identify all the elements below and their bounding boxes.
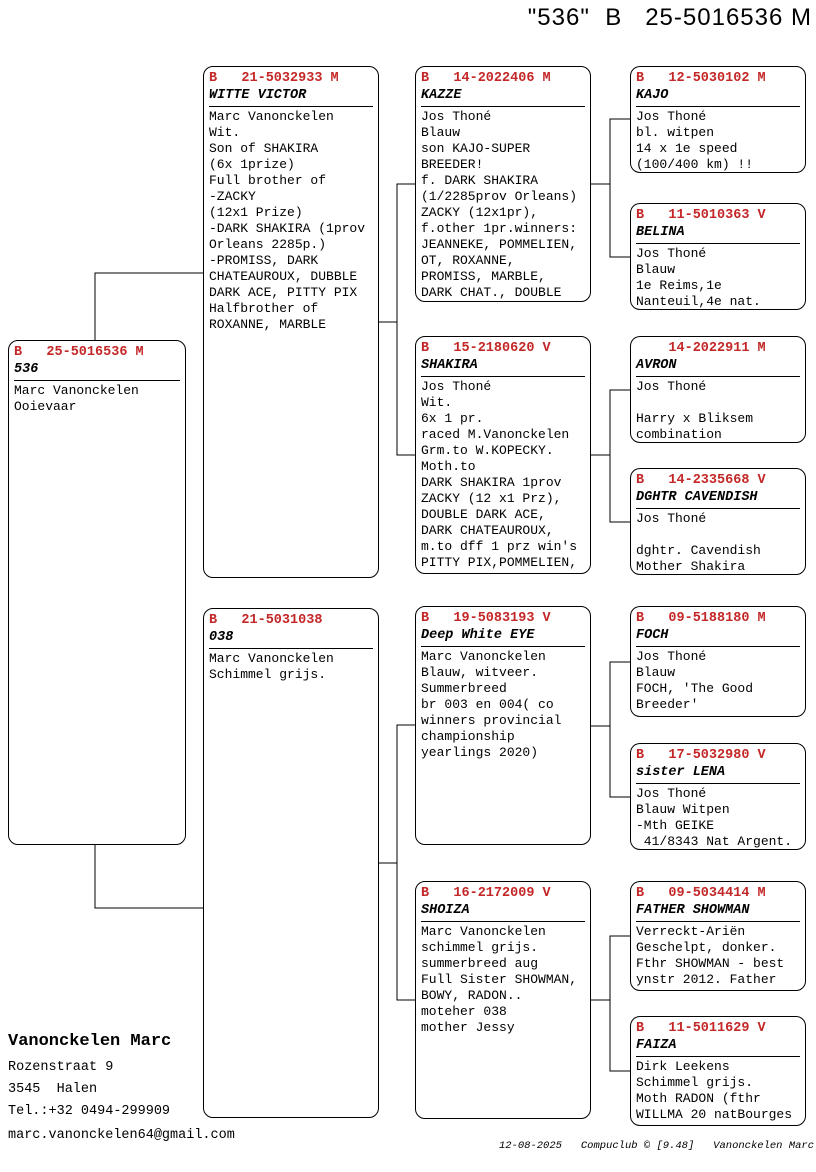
pigeon-details: Jos Thoné Blauw 1e Reims,1e Nanteuil,4e … [636,246,761,309]
pigeon-name: 038 [209,629,373,649]
page-title: "536" B 25-5016536 M [527,4,812,31]
credits-line: 12-08-2025 Compuclub © [9.48] Vanonckele… [498,1140,814,1152]
pigeon-details: Jos Thoné bl. witpen 14 x 1e speed (100/… [636,109,754,172]
pigeon-name: FATHER SHOWMAN [636,902,800,922]
pigeon-details: Marc Vanonckelen Wit. Son of SHAKIRA (6x… [209,109,366,332]
pigeon-name: sister LENA [636,764,800,784]
ring-number: B 09-5188180 M [636,611,766,626]
pedigree-box-subject: B 25-5016536 M 536 Marc Vanonckelen Ooie… [8,340,186,845]
pedigree-box-g4-7: B 09-5034414 M FATHER SHOWMAN Verreckt-A… [630,881,806,991]
pedigree-box-dam-dam: B 16-2172009 V SHOIZA Marc Vanonckelen s… [415,881,591,1119]
pedigree-box-g4-1: B 12-5030102 M KAJO Jos Thoné bl. witpen… [630,66,806,173]
pedigree-box-g4-3: 14-2022911 M AVRON Jos Thoné Harry x Bli… [630,336,806,443]
pigeon-details: Jos Thoné Blauw Witpen -Mth GEIKE 41/834… [636,786,793,849]
pigeon-details: Marc Vanonckelen Ooievaar [14,383,139,414]
pigeon-details: Marc Vanonckelen Schimmel grijs. [209,651,334,682]
pedigree-box-sire-dam: B 15-2180620 V SHAKIRA Jos Thoné Wit. 6x… [415,336,591,574]
owner-phone: Tel.:+32 0494-299909 [8,1104,171,1119]
ring-number: B 14-2335668 V [636,473,766,488]
ring-number: B 15-2180620 V [421,341,551,356]
ring-number: B 19-5083193 V [421,611,551,626]
ring-number: B 11-5011629 V [636,1021,766,1036]
owner-name: Vanonckelen Marc [8,1032,172,1051]
pigeon-details: Dirk Leekens Schimmel grijs. Moth RADON … [636,1059,793,1122]
pigeon-details: Jos Thoné Blauw son KAJO-SUPER BREEDER! … [421,109,578,300]
pedigree-box-sire-sire: B 14-2022406 M KAZZE Jos Thoné Blauw son… [415,66,591,302]
ring-number: B 14-2022406 M [421,71,551,86]
pigeon-name: 536 [14,361,180,381]
pigeon-details: Marc Vanonckelen schimmel grijs. summerb… [421,924,578,1035]
pigeon-details: Verreckt-Ariën Geschelpt, donker. Fthr S… [636,924,785,987]
ring-number: B 21-5031038 [209,613,323,628]
pedigree-box-dam: B 21-5031038 038 Marc Vanonckelen Schimm… [203,608,379,1118]
pigeon-name: BELINA [636,224,800,244]
pigeon-name: SHOIZA [421,902,585,922]
pigeon-name: KAZZE [421,87,585,107]
pigeon-name: SHAKIRA [421,357,585,377]
owner-email: marc.vanonckelen64@gmail.com [8,1128,235,1143]
pigeon-details: Jos Thoné Blauw FOCH, 'The Good Breeder' [636,649,754,712]
ring-number: B 25-5016536 M [14,345,144,360]
pigeon-name: KAJO [636,87,800,107]
pigeon-details: Jos Thoné Wit. 6x 1 pr. raced M.Vanoncke… [421,379,578,570]
pedigree-box-g4-6: B 17-5032980 V sister LENA Jos Thoné Bla… [630,743,806,850]
pigeon-name: FAIZA [636,1037,800,1057]
pigeon-details: Jos Thoné Harry x Bliksem combination [636,379,754,442]
pigeon-name: FOCH [636,627,800,647]
pedigree-box-g4-4: B 14-2335668 V DGHTR CAVENDISH Jos Thoné… [630,468,806,575]
pigeon-name: AVRON [636,357,800,377]
pedigree-box-g4-8: B 11-5011629 V FAIZA Dirk Leekens Schimm… [630,1016,806,1126]
pigeon-details: Marc Vanonckelen Blauw, witveer. Summerb… [421,649,562,760]
ring-number: B 21-5032933 M [209,71,339,86]
pigeon-name: DGHTR CAVENDISH [636,489,800,509]
pigeon-name: WITTE VICTOR [209,87,373,107]
ring-number: B 17-5032980 V [636,748,766,763]
pedigree-box-sire: B 21-5032933 M WITTE VICTOR Marc Vanonck… [203,66,379,578]
ring-number: B 09-5034414 M [636,886,766,901]
ring-number: B 11-5010363 V [636,208,766,223]
pigeon-details: Jos Thoné dghtr. Cavendish Mother Shakir… [636,511,761,574]
ring-number: 14-2022911 M [636,341,766,356]
owner-city: 3545 Halen [8,1082,98,1097]
pedigree-box-dam-sire: B 19-5083193 V Deep White EYE Marc Vanon… [415,606,591,845]
pedigree-box-g4-5: B 09-5188180 M FOCH Jos Thoné Blauw FOCH… [630,606,806,717]
ring-number: B 12-5030102 M [636,71,766,86]
pigeon-name: Deep White EYE [421,627,585,647]
owner-street: Rozenstraat 9 [8,1060,114,1075]
pedigree-box-g4-2: B 11-5010363 V BELINA Jos Thoné Blauw 1e… [630,203,806,310]
ring-number: B 16-2172009 V [421,886,551,901]
